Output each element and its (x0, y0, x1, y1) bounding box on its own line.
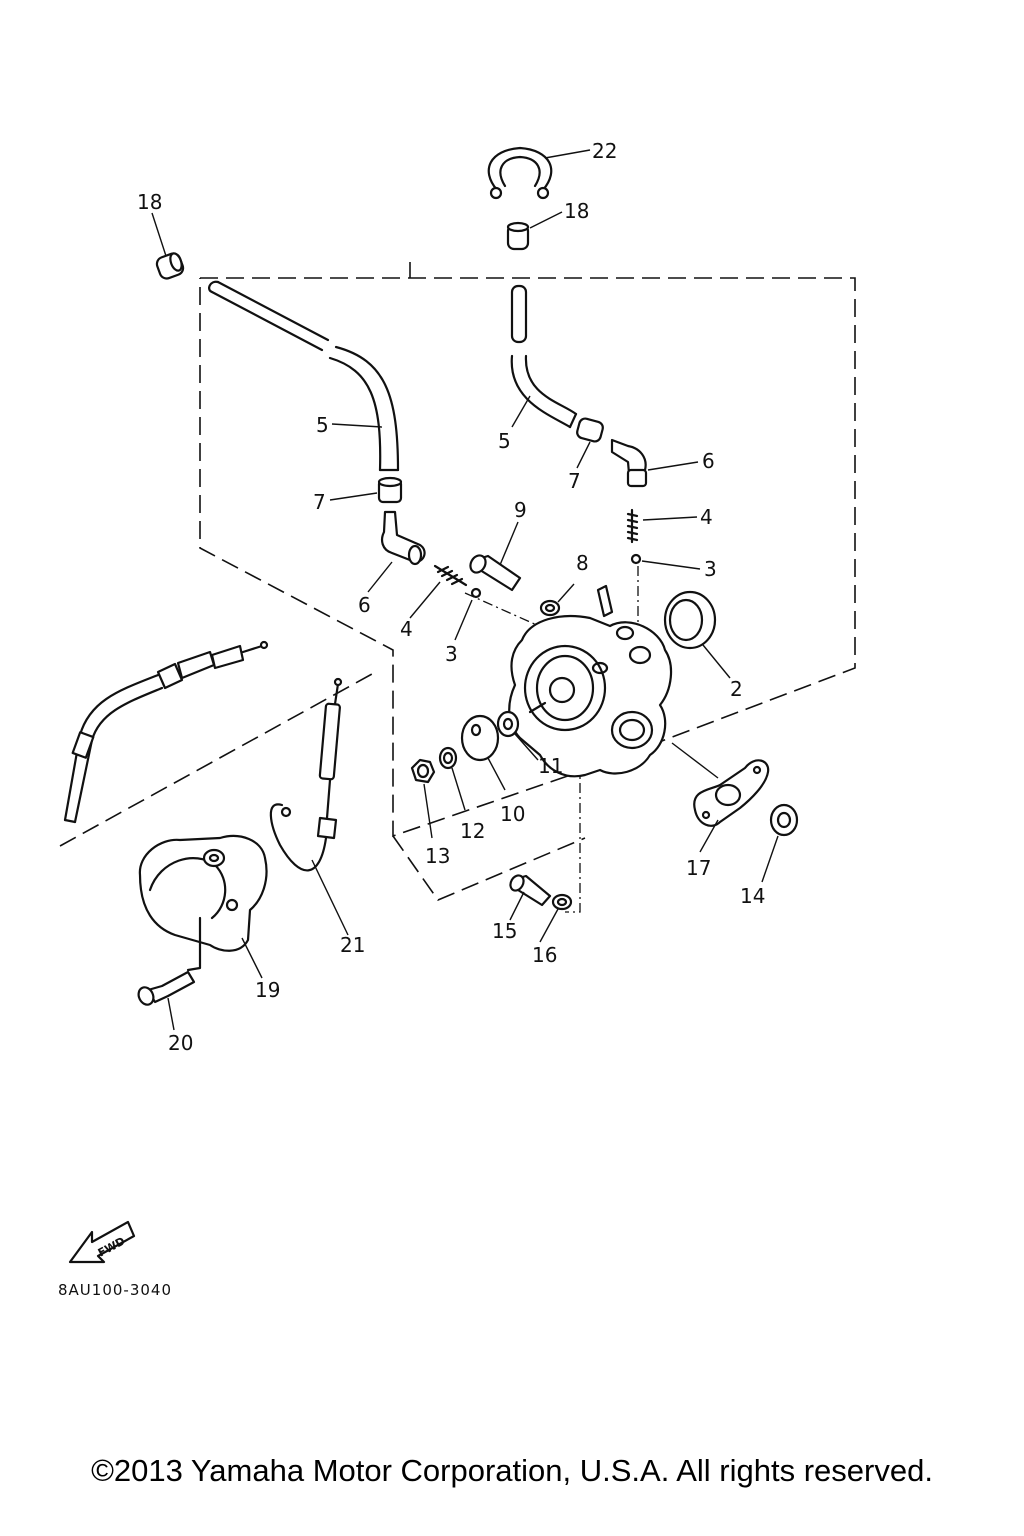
control-cable (63, 640, 269, 824)
callout-3-left: 3 (445, 642, 458, 666)
grommet-18-right (506, 211, 563, 251)
assembly-boundary (59, 262, 856, 913)
washer-8 (539, 583, 575, 617)
callout-19: 19 (255, 978, 280, 1002)
callout-4-right: 4 (700, 505, 713, 529)
callout-15: 15 (492, 919, 517, 943)
callout-13: 13 (425, 844, 450, 868)
callout-11: 11 (538, 754, 563, 778)
callout-18-right: 18 (564, 199, 589, 223)
callout-4-left: 4 (400, 617, 413, 641)
hose-5-right (510, 284, 578, 429)
washer-16 (539, 893, 573, 943)
washer-14 (761, 803, 799, 883)
ball-3-left (454, 587, 482, 641)
elbow-fitting-6-left (367, 510, 426, 593)
callout-3-right: 3 (704, 557, 717, 581)
bolt-15 (509, 874, 552, 921)
spring-4-left (409, 564, 468, 619)
callout-6-left: 6 (358, 593, 371, 617)
copyright-notice: ©2013 Yamaha Motor Corporation, U.S.A. A… (91, 1453, 933, 1488)
callout-21: 21 (340, 933, 365, 957)
callout-5-right: 5 (498, 429, 511, 453)
clip-22 (487, 146, 591, 200)
hose-5-left (208, 280, 400, 472)
callout-7-left: 7 (313, 490, 326, 514)
washer-11 (496, 710, 539, 761)
oil-pump-body (508, 584, 673, 778)
clamp-7-left (329, 476, 403, 504)
callout-18-left: 18 (137, 190, 162, 214)
grommet-18-left (151, 212, 185, 280)
callout-8: 8 (576, 551, 589, 575)
callout-9: 9 (514, 498, 527, 522)
diagram-code: 8AU100-3040 (58, 1281, 172, 1299)
forward-direction-arrow-icon: FWD (68, 1220, 136, 1264)
cover-19 (138, 834, 268, 979)
elbow-fitting-6-right (610, 438, 699, 488)
callout-10: 10 (500, 802, 525, 826)
callout-5-left: 5 (316, 413, 329, 437)
clamp-7-right (576, 417, 604, 469)
spring-4-right (626, 508, 698, 544)
ball-3-right (630, 553, 701, 570)
bolt-20 (137, 970, 196, 1031)
gasket-17 (671, 742, 770, 853)
callout-6-right: 6 (702, 449, 715, 473)
callout-16: 16 (532, 943, 557, 967)
callout-labels: 22 18 18 5 5 7 7 6 6 9 4 4 3 3 8 2 11 10… (137, 139, 765, 1055)
washer-12 (438, 746, 466, 811)
callout-14: 14 (740, 884, 765, 908)
callout-22: 22 (592, 139, 617, 163)
screw-9 (469, 521, 522, 592)
nut-13 (410, 758, 436, 839)
washer-10 (460, 714, 506, 791)
callout-20: 20 (168, 1031, 193, 1055)
oil-seal-2 (663, 590, 731, 679)
sensor-cable-21 (269, 677, 349, 936)
callout-12: 12 (460, 819, 485, 843)
callout-7-right: 7 (568, 469, 581, 493)
callout-17: 17 (686, 856, 711, 880)
callout-2: 2 (730, 677, 743, 701)
